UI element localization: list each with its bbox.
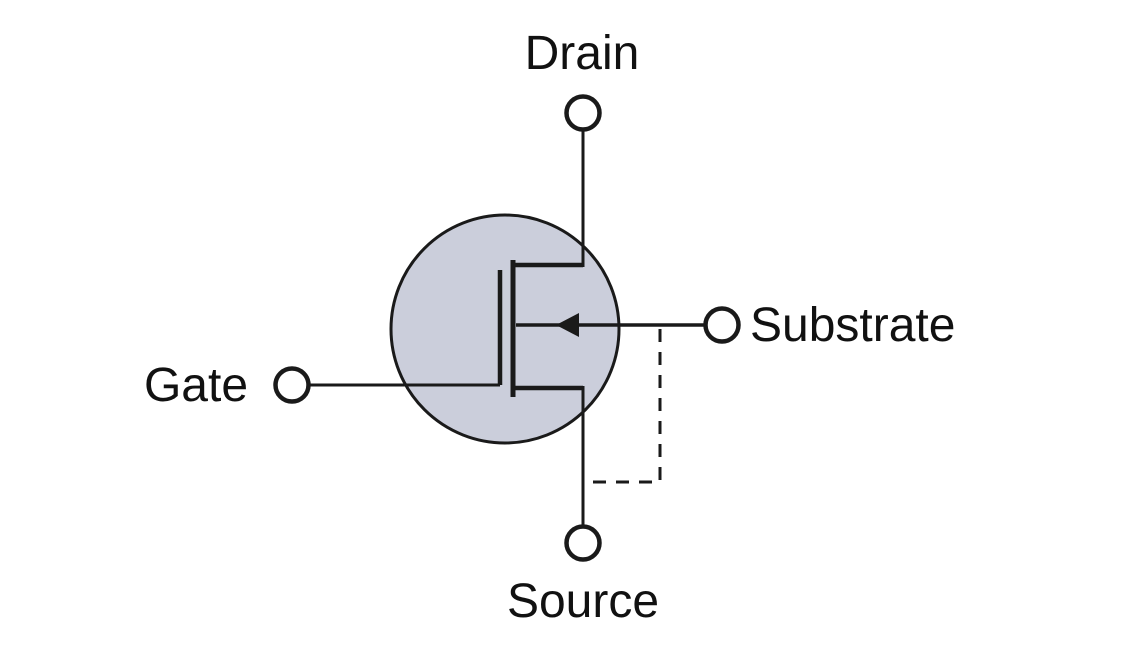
substrate-label: Substrate xyxy=(750,299,955,352)
gate-label: Gate xyxy=(144,359,248,412)
source-label: Source xyxy=(507,575,659,628)
transistor-body-circle xyxy=(389,213,621,445)
diagram-labels: Drain Gate Substrate Source xyxy=(144,27,955,628)
substrate-arrowhead-icon xyxy=(556,313,579,337)
substrate-source-dashed-link xyxy=(586,329,662,484)
substrate-terminal-icon xyxy=(703,306,741,344)
drain-terminal-icon xyxy=(564,94,602,132)
gate-terminal-icon xyxy=(273,366,311,404)
drain-label: Drain xyxy=(525,27,640,80)
diagram-linework xyxy=(273,94,741,562)
source-terminal-icon xyxy=(564,524,602,562)
